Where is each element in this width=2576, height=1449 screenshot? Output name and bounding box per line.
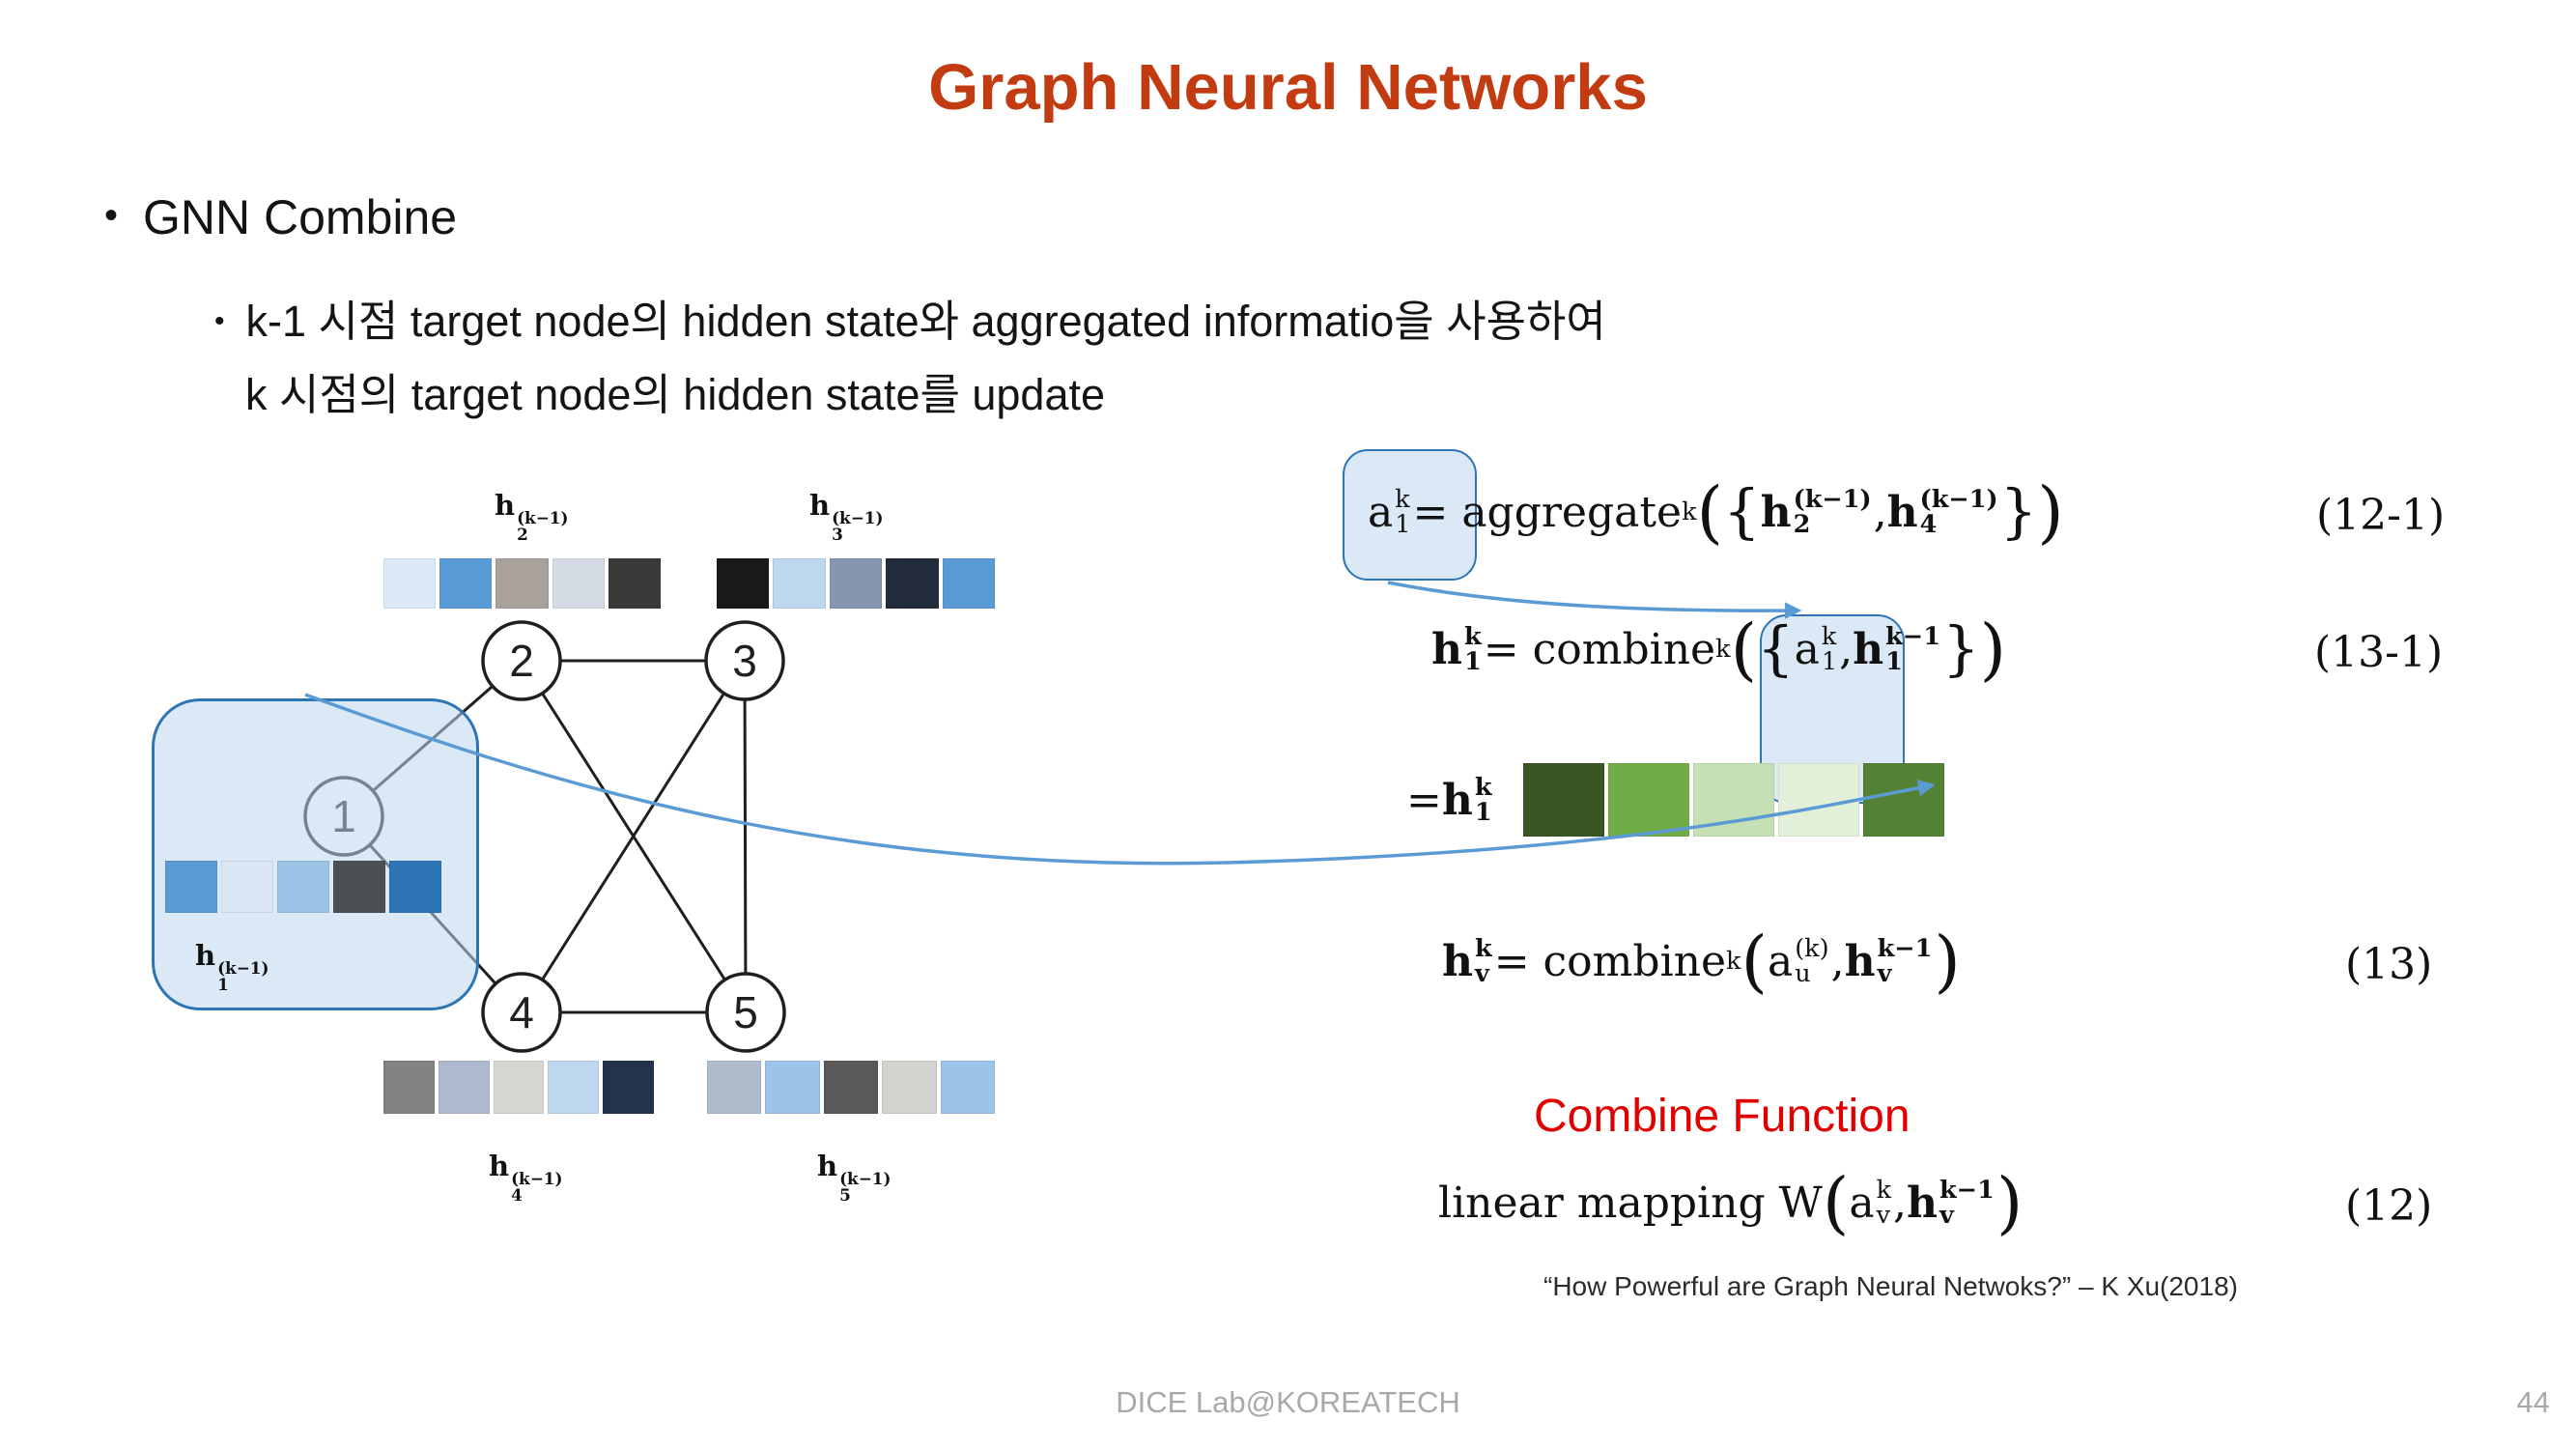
bullet-marker: • xyxy=(104,194,119,237)
vector-bar-h5 xyxy=(707,1061,996,1114)
vector-cell xyxy=(548,1061,600,1114)
vector-cell xyxy=(221,861,273,913)
vector-bar-h3 xyxy=(717,558,996,609)
vector-cell xyxy=(165,861,217,913)
vector-cell xyxy=(940,1061,996,1114)
vector-cell xyxy=(383,558,437,609)
vector-cell xyxy=(608,558,662,609)
vector-cell xyxy=(773,558,826,609)
vector-cell xyxy=(707,1061,762,1114)
combine-function-heading: Combine Function xyxy=(1534,1091,1911,1142)
a1k-highlight-box xyxy=(1343,449,1477,581)
vector-label-h4: h(k−1)4 xyxy=(489,1150,563,1206)
vector-cell xyxy=(882,1061,937,1114)
bullet-line-2-label: k 시점의 target node의 hidden state를 update xyxy=(245,370,1106,419)
vector-bar-h2 xyxy=(383,558,662,609)
node-2-label: 2 xyxy=(509,636,534,686)
bullet-gnn-combine-label: GNN Combine xyxy=(143,190,458,244)
vector-cell xyxy=(333,861,385,913)
footer-lab-name: DICE Lab@KOREATECH xyxy=(1116,1385,1460,1419)
vector-cell xyxy=(717,558,770,609)
vector-cell xyxy=(1863,763,1944,837)
node-5-label: 5 xyxy=(733,987,758,1037)
vector-bar-h1 xyxy=(165,861,441,913)
equation-12-1-number: (12-1) xyxy=(2316,491,2446,540)
page-number: 44 xyxy=(2516,1385,2550,1419)
vector-cell xyxy=(389,861,441,913)
bullet-marker: • xyxy=(214,305,225,337)
vector-cell xyxy=(1693,763,1774,837)
vector-cell xyxy=(1608,763,1689,837)
vector-bar-h4 xyxy=(383,1061,654,1114)
bullet-line-1: • k-1 시점 target node의 hidden state와 aggre… xyxy=(214,286,1606,349)
node-4-label: 4 xyxy=(509,987,534,1037)
vector-cell xyxy=(942,558,996,609)
vector-cell xyxy=(552,558,605,609)
vector-cell xyxy=(438,1061,490,1114)
node-3-label: 3 xyxy=(732,636,757,686)
node-4-circle xyxy=(481,972,562,1053)
vector-label-h2: h(k−1)2 xyxy=(495,489,569,545)
vector-cell xyxy=(277,861,329,913)
edge-3-5 xyxy=(743,660,748,1013)
vector-cell xyxy=(603,1061,654,1114)
vector-cell xyxy=(823,1061,879,1114)
vector-cell xyxy=(495,558,549,609)
vector-cell xyxy=(493,1061,545,1114)
vector-cell xyxy=(886,558,939,609)
vector-label-h1: h(k−1)1 xyxy=(195,939,269,995)
graph-nodes xyxy=(303,620,786,1053)
vector-cell xyxy=(439,558,493,609)
vector-bar-h1k-result xyxy=(1523,763,1944,837)
vector-cell xyxy=(1778,763,1859,837)
bullet-line-2: k 시점의 target node의 hidden state를 update xyxy=(245,359,1105,422)
vector-label-h3: h(k−1)3 xyxy=(809,489,884,545)
bullet-gnn-combine: • GNN Combine xyxy=(104,189,457,245)
vector-label-h5: h(k−1)5 xyxy=(817,1150,892,1206)
page-title: Graph Neural Networks xyxy=(928,51,1648,124)
vector-cell xyxy=(383,1061,435,1114)
bullet-line-1-label: k-1 시점 target node의 hidden state와 aggreg… xyxy=(245,297,1606,346)
equation-12-number: (12) xyxy=(2345,1181,2433,1231)
equation-13-number: (13) xyxy=(2345,940,2433,989)
vector-cell xyxy=(829,558,883,609)
vector-cell xyxy=(765,1061,820,1114)
node-5-circle xyxy=(705,972,786,1053)
equation-13-1-number: (13-1) xyxy=(2314,628,2444,677)
citation: “How Powerful are Graph Neural Netwoks?”… xyxy=(1543,1271,2238,1301)
vector-cell xyxy=(1523,763,1604,837)
